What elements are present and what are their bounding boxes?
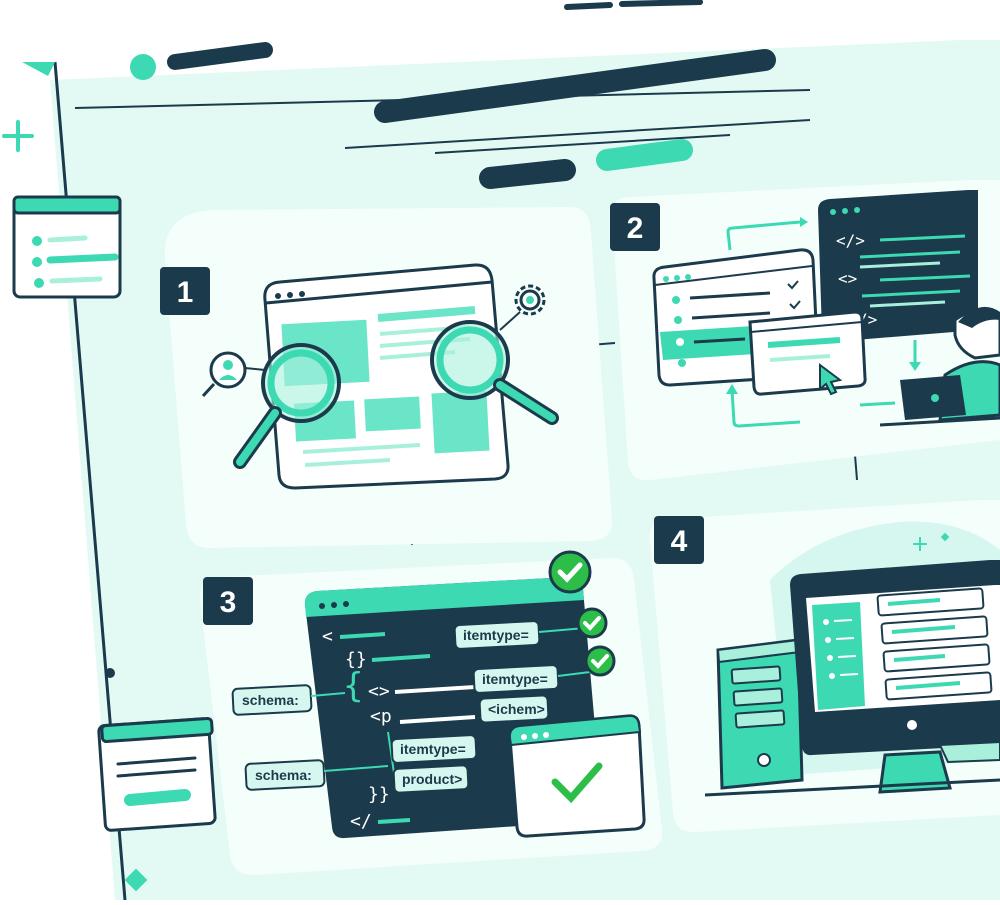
subheadline-line-1 xyxy=(344,119,811,149)
dot-decoration xyxy=(105,668,115,678)
mouse-cursor-icon xyxy=(819,363,843,396)
step-number: 3 xyxy=(220,586,237,619)
svg-text:<ichem>: <ichem> xyxy=(488,701,545,717)
plus-sparkle-icon xyxy=(2,120,34,152)
svg-text:itemtype=: itemtype= xyxy=(400,741,466,757)
check-icon xyxy=(548,550,592,594)
schema-tag: itemtype= xyxy=(472,664,560,694)
svg-text:itemtype=: itemtype= xyxy=(463,627,529,643)
code-line: }} xyxy=(368,784,390,805)
gear-icon xyxy=(499,284,546,331)
code-line: {} xyxy=(345,649,367,670)
schema-tag: itemtype= xyxy=(453,620,541,650)
desktop-computer-icon xyxy=(704,521,1000,797)
step-2-badge: 2 xyxy=(610,203,660,251)
code-line: <> xyxy=(368,681,390,702)
logo-dot xyxy=(130,54,156,80)
step-1-panel: 1 xyxy=(160,207,613,548)
validation-window xyxy=(508,714,646,838)
floating-form-card xyxy=(97,716,217,832)
headline-bar xyxy=(374,49,776,123)
code-line: <> xyxy=(838,269,857,288)
step-3-panel: 3 < {} { <> <p }} </ itemtype= xyxy=(199,550,663,876)
user-target-icon xyxy=(201,351,266,398)
schema-side-label: schema: xyxy=(231,684,313,716)
code-editor-workflow-icon: </> <> /> xyxy=(652,190,1000,428)
schema-tag: itemtype= xyxy=(390,734,478,764)
code-brace: { xyxy=(343,666,363,706)
schema-side-label: schema: xyxy=(244,759,326,791)
step-number: 1 xyxy=(177,276,194,309)
secondary-pill-button[interactable] xyxy=(479,159,576,189)
code-line: </ xyxy=(350,811,372,832)
magnifier-inspect-icon xyxy=(201,263,559,490)
person-with-laptop-icon xyxy=(879,306,1000,427)
step-number: 2 xyxy=(627,212,644,245)
svg-text:product>: product> xyxy=(402,771,462,787)
step-1-badge: 1 xyxy=(160,267,210,315)
svg-text:itemtype=: itemtype= xyxy=(482,671,548,687)
flag-icon xyxy=(22,62,55,76)
code-line: <p xyxy=(370,706,392,727)
code-line: < xyxy=(322,626,333,647)
schema-tag: <ichem> xyxy=(478,694,550,724)
svg-text:schema:: schema: xyxy=(255,767,312,783)
step-2-panel: 2 </> <> /> xyxy=(610,180,1000,481)
svg-text:schema:: schema: xyxy=(242,692,299,708)
code-line: </> xyxy=(836,231,865,250)
schema-markup-code-icon: < {} { <> <p }} </ itemtype= itemtype= xyxy=(231,550,646,839)
schema-tag: product> xyxy=(392,764,470,794)
brand-bar xyxy=(167,42,273,70)
check-icon xyxy=(576,607,608,639)
step-4-panel: 4 xyxy=(649,500,1000,833)
step-4-badge: 4 xyxy=(654,516,704,564)
step-number: 4 xyxy=(671,525,688,558)
step-3-badge: 3 xyxy=(203,577,253,625)
floating-list-card xyxy=(12,195,122,299)
header xyxy=(130,42,811,189)
primary-pill-button[interactable] xyxy=(596,139,693,171)
subheadline-line-2 xyxy=(434,134,731,154)
check-icon xyxy=(551,762,603,804)
check-icon xyxy=(584,645,616,677)
